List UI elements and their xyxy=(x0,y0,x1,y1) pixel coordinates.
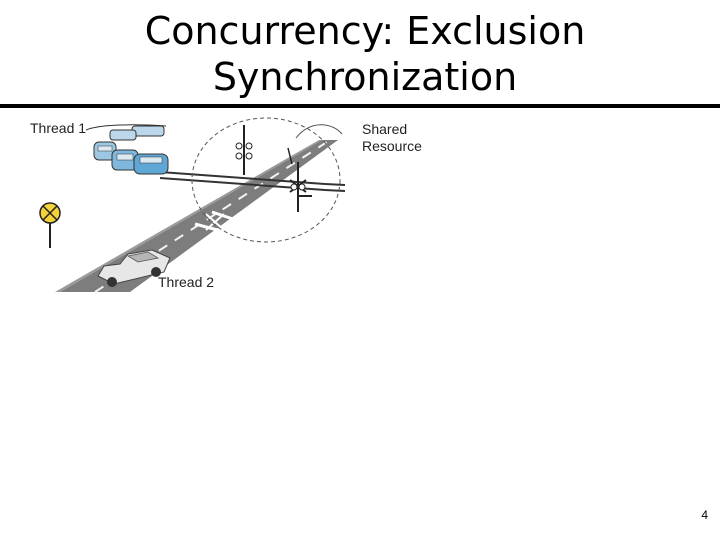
crossing-marking xyxy=(211,210,237,222)
label-resource: Resource xyxy=(362,138,422,154)
shared-resource-pointer xyxy=(295,124,343,139)
shared-resource-circle xyxy=(191,117,341,243)
crossing-marking xyxy=(194,222,226,234)
slide-title-line-1: Concurrency: Exclusion xyxy=(144,9,586,53)
car-icon xyxy=(97,249,171,287)
label-shared: Shared xyxy=(362,121,408,137)
slide-title-line-2: Synchronization xyxy=(212,55,518,99)
label-thread-1: Thread 1 xyxy=(30,120,87,136)
title-divider xyxy=(0,104,720,108)
slide-title: Concurrency: Exclusion Synchronization xyxy=(60,8,670,100)
label-shared-resource: Shared Resource xyxy=(362,121,422,155)
crossing-signal-left xyxy=(235,125,253,175)
rr-x-marking xyxy=(205,213,225,231)
road-shoulder xyxy=(55,140,322,292)
signal-arm xyxy=(287,147,293,165)
crossing-signal-right xyxy=(289,162,312,212)
railroad-crossing-illustration xyxy=(39,117,346,293)
label-thread-2: Thread 2 xyxy=(158,274,215,290)
train-icon xyxy=(85,124,169,175)
page-number: 4 xyxy=(701,508,708,522)
rxr-sign-icon xyxy=(39,202,61,248)
